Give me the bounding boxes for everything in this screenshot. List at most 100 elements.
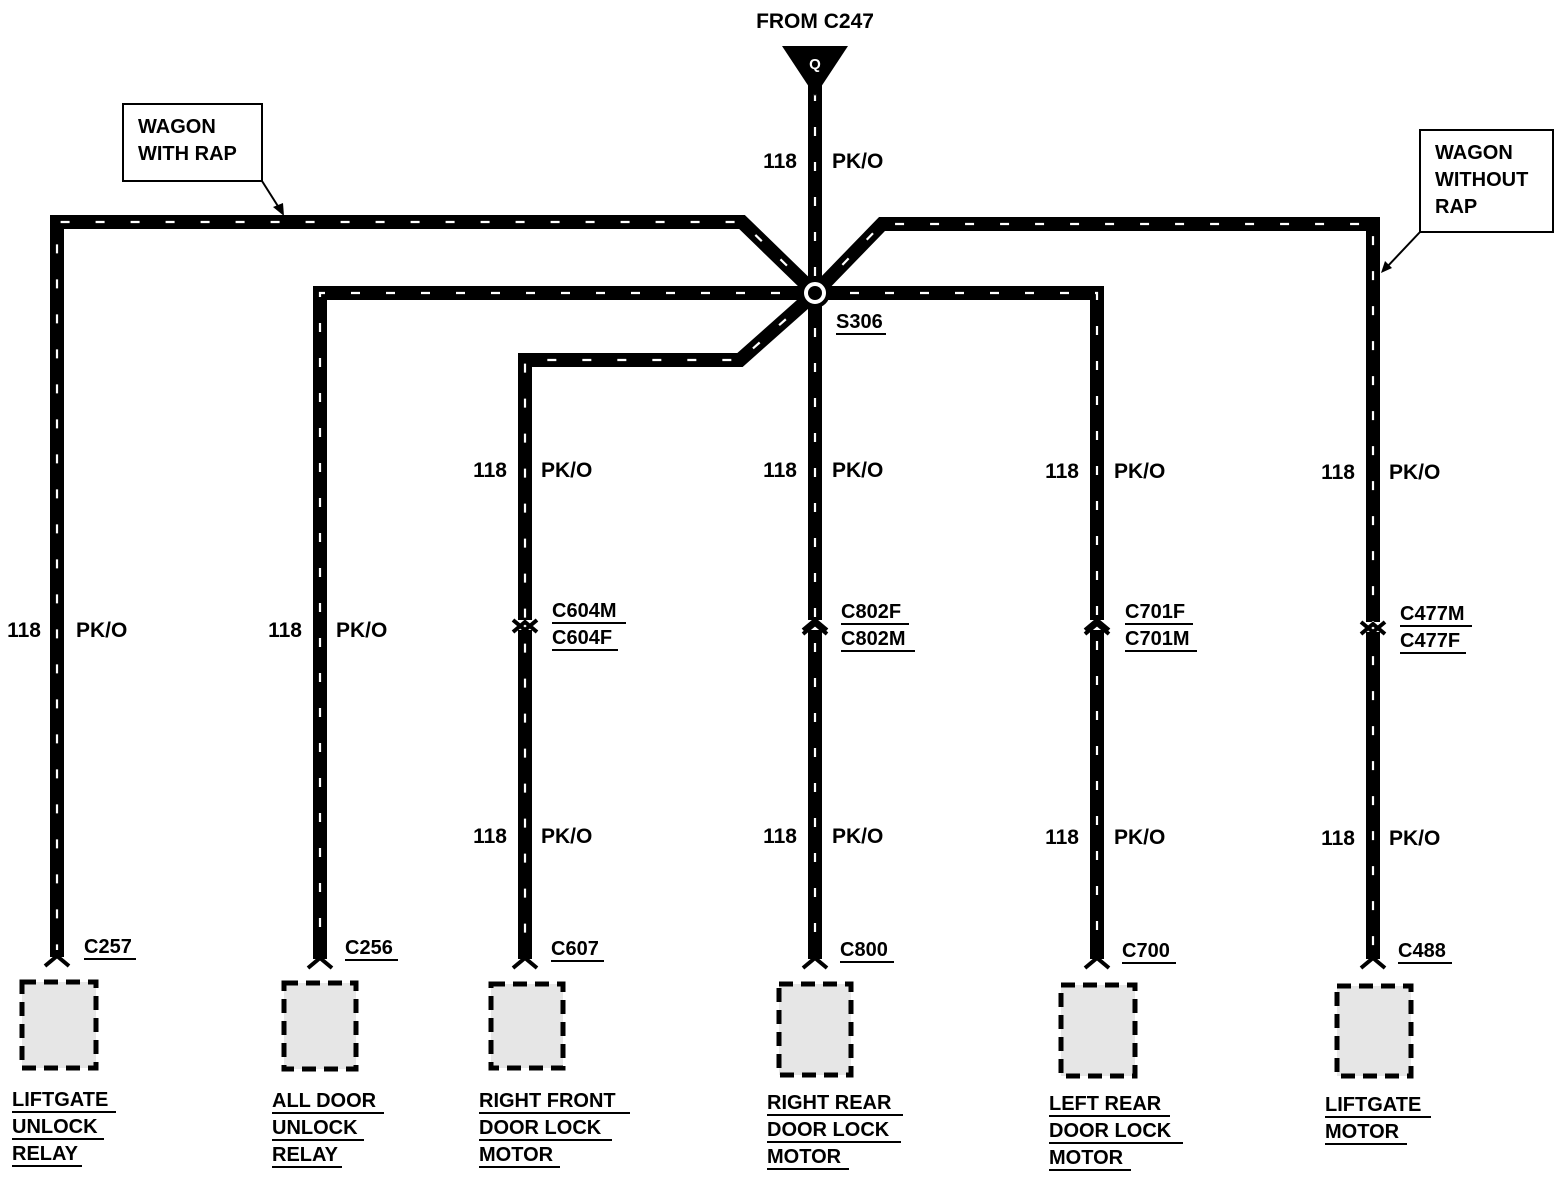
inline-connector-top: C802F (841, 601, 901, 623)
component-label-line: DOOR LOCK (479, 1117, 602, 1139)
terminal-icon (511, 955, 539, 970)
inline-connector-top: C701F (1125, 601, 1185, 623)
component-label-line: UNLOCK (272, 1117, 358, 1139)
circuit-label: 118 (763, 459, 797, 482)
note-line: WAGON (138, 116, 216, 138)
circuit-label: 118 (268, 619, 302, 642)
color-label: PK/O (832, 459, 883, 482)
wire-circuit-label: 118 (763, 150, 797, 173)
end-connector-label: C800 (840, 939, 888, 961)
circuit-label: 118 (473, 459, 507, 482)
wire-group (50, 85, 1380, 959)
inline-connector-bottom: C701M (1125, 628, 1189, 650)
note-box (1419, 129, 1554, 233)
terminal-icon (306, 955, 334, 970)
inline-connector-icon (1359, 620, 1387, 636)
connector-triangle-icon (782, 46, 848, 96)
end-connector-label: C488 (1398, 940, 1446, 962)
end-connector-label: C257 (84, 936, 132, 958)
note-line: RAP (1435, 196, 1477, 218)
circuit-label: 118 (763, 825, 797, 848)
component-label-line: DOOR LOCK (1049, 1120, 1172, 1142)
component-label-line: RELAY (272, 1144, 339, 1166)
branch-right-front-door-lock-motor: 118 PK/O C604M C604F 118 PK/O C607 RIGHT… (473, 459, 630, 1168)
color-label: PK/O (1114, 460, 1165, 483)
inline-connector-icon (801, 617, 829, 636)
end-connector-label: C607 (551, 938, 599, 960)
color-label: PK/O (1389, 827, 1440, 850)
component-label-line: RELAY (12, 1143, 79, 1165)
splice-center (808, 286, 822, 300)
branch-right-rear-door-lock-motor: 118 PK/O C802F C802M 118 PK/O C800 RIGHT… (763, 459, 915, 1170)
terminal-icon (43, 953, 71, 968)
component-label-line: LIFTGATE (12, 1089, 108, 1111)
component-label-line: MOTOR (479, 1144, 554, 1166)
wire-stripe (55, 220, 813, 950)
arrowhead-icon (1381, 261, 1392, 273)
color-label: PK/O (336, 619, 387, 642)
inline-connector-bottom: C604F (552, 627, 612, 649)
component-box (1334, 983, 1414, 1079)
component-box (488, 981, 566, 1071)
circuit-label: 118 (473, 825, 507, 848)
component-label-line: MOTOR (1325, 1121, 1400, 1143)
wire-color-label: PK/O (832, 150, 883, 173)
inline-connector-top: C604M (552, 600, 616, 622)
source-connector: FROM C247 Q 118 PK/O (756, 10, 883, 173)
circuit-label: 118 (1045, 826, 1079, 849)
component-label-line: UNLOCK (12, 1116, 98, 1138)
splice-s306: S306 (800, 278, 886, 335)
component-box (281, 980, 359, 1072)
wire-stripe (815, 291, 1099, 952)
terminal-icon (1083, 955, 1111, 970)
terminal-icon (1359, 955, 1387, 970)
branch-all-door-unlock-relay: 118 PK/O C256 ALL DOOR UNLOCK RELAY (268, 619, 398, 1168)
color-label: PK/O (541, 825, 592, 848)
color-label: PK/O (541, 459, 592, 482)
component-label-line: LIFTGATE (1325, 1094, 1421, 1116)
branch-left-rear-door-lock-motor: 118 PK/O C701F C701M 118 PK/O C700 LEFT … (1045, 460, 1197, 1171)
note-pointer (1385, 231, 1421, 269)
note-wagon-with-rap: WAGON WITH RAP (122, 103, 284, 216)
component-label-line: RIGHT FRONT (479, 1090, 616, 1112)
component-label-line: MOTOR (1049, 1147, 1124, 1169)
component-label-line: ALL DOOR (272, 1090, 377, 1112)
inline-connector-bottom: C477F (1400, 630, 1460, 652)
terminal-icon (801, 955, 829, 970)
end-connector-label: C256 (345, 937, 393, 959)
inline-connector-icon (511, 618, 539, 634)
component-label-line: LEFT REAR (1049, 1093, 1162, 1115)
source-label: FROM C247 (756, 10, 874, 33)
circuit-label: 118 (1045, 460, 1079, 483)
inline-connector-icon (1083, 617, 1111, 636)
wire-stripe (817, 222, 1375, 952)
component-box (1058, 982, 1138, 1079)
arrowhead-icon (273, 203, 284, 216)
wire-stripe (318, 291, 815, 952)
component-label-line: MOTOR (767, 1146, 842, 1168)
component-label-line: RIGHT REAR (767, 1092, 892, 1114)
source-connector-letter: Q (809, 56, 821, 73)
end-connector-label: C700 (1122, 940, 1170, 962)
color-label: PK/O (76, 619, 127, 642)
branch-liftgate-unlock-relay: 118 PK/O C257 LIFTGATE UNLOCK RELAY (7, 619, 136, 1167)
note-line: WAGON (1435, 142, 1513, 164)
component-label-line: DOOR LOCK (767, 1119, 890, 1141)
component-box (776, 981, 854, 1078)
note-box (122, 103, 263, 182)
component-box (19, 979, 99, 1071)
splice-label: S306 (836, 311, 883, 333)
circuit-label: 118 (1321, 827, 1355, 850)
circuit-label: 118 (7, 619, 41, 642)
inline-connector-top: C477M (1400, 603, 1464, 625)
inline-connector-gap (1362, 622, 1384, 632)
note-line: WITH RAP (138, 143, 237, 165)
wire-right-front-door-lock-motor (518, 286, 822, 959)
wire-liftgate-unlock-relay (50, 215, 822, 957)
note-wagon-without-rap: WAGON WITHOUT RAP (1381, 129, 1554, 273)
note-line: WITHOUT (1435, 169, 1528, 191)
color-label: PK/O (1389, 461, 1440, 484)
color-label: PK/O (832, 825, 883, 848)
inline-connector-bottom: C802M (841, 628, 905, 650)
